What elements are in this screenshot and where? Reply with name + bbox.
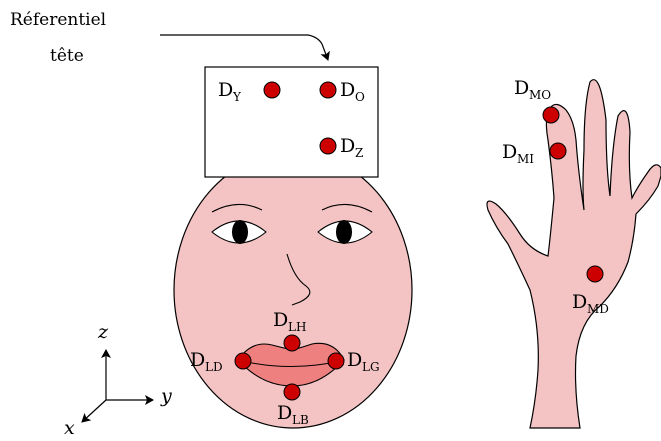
sensor-marker	[550, 143, 566, 159]
sensor-marker	[235, 353, 251, 369]
sensor-marker	[284, 335, 300, 351]
marker-dmd-sub: MD	[587, 302, 609, 316]
marker-dmo: D MO	[514, 77, 559, 123]
x-axis-line	[82, 400, 106, 422]
left-pupil	[232, 220, 248, 244]
marker-dlb-sub: LB	[292, 413, 309, 427]
hand-drawing	[487, 80, 661, 428]
marker-dz-sub: Z	[355, 146, 363, 160]
sensor-marker	[543, 107, 559, 123]
z-axis-label: z	[97, 321, 109, 343]
referential-label-line1: Réferentiel	[10, 10, 106, 30]
marker-do-base: D	[340, 79, 355, 101]
marker-dy-base: D	[218, 79, 233, 101]
marker-dz-base: D	[340, 135, 355, 157]
marker-dlg-sub: LG	[362, 360, 380, 374]
right-pupil	[336, 220, 352, 244]
marker-dmd-base: D	[572, 291, 587, 313]
sensor-marker	[320, 82, 336, 98]
sensor-marker	[320, 138, 336, 154]
marker-dld-base: D	[190, 349, 205, 371]
marker-dlh-sub: LH	[288, 320, 306, 334]
marker-dmi-base: D	[502, 141, 517, 163]
sensor-marker	[587, 266, 603, 282]
marker-dlb-base: D	[277, 402, 292, 424]
sensor-marker	[264, 82, 280, 98]
marker-dld-sub: LD	[205, 360, 223, 374]
axis-arrow: z y x	[64, 321, 172, 439]
marker-dmi-sub: MI	[517, 152, 534, 166]
marker-dlg-base: D	[347, 349, 362, 371]
marker-dmo-base: D	[514, 77, 529, 99]
referential-label-line2: tête	[50, 46, 84, 66]
marker-dlh-base: D	[273, 309, 288, 331]
sensor-marker	[328, 353, 344, 369]
referential-arrow	[160, 35, 328, 60]
sensor-marker	[284, 384, 300, 400]
referential-label: Réferentiel tête	[10, 10, 106, 66]
y-axis-label: y	[160, 385, 172, 407]
marker-dy-sub: Y	[232, 90, 242, 104]
x-axis-label: x	[64, 417, 75, 439]
marker-do-sub: O	[355, 90, 365, 104]
marker-dmo-sub: MO	[529, 88, 551, 102]
